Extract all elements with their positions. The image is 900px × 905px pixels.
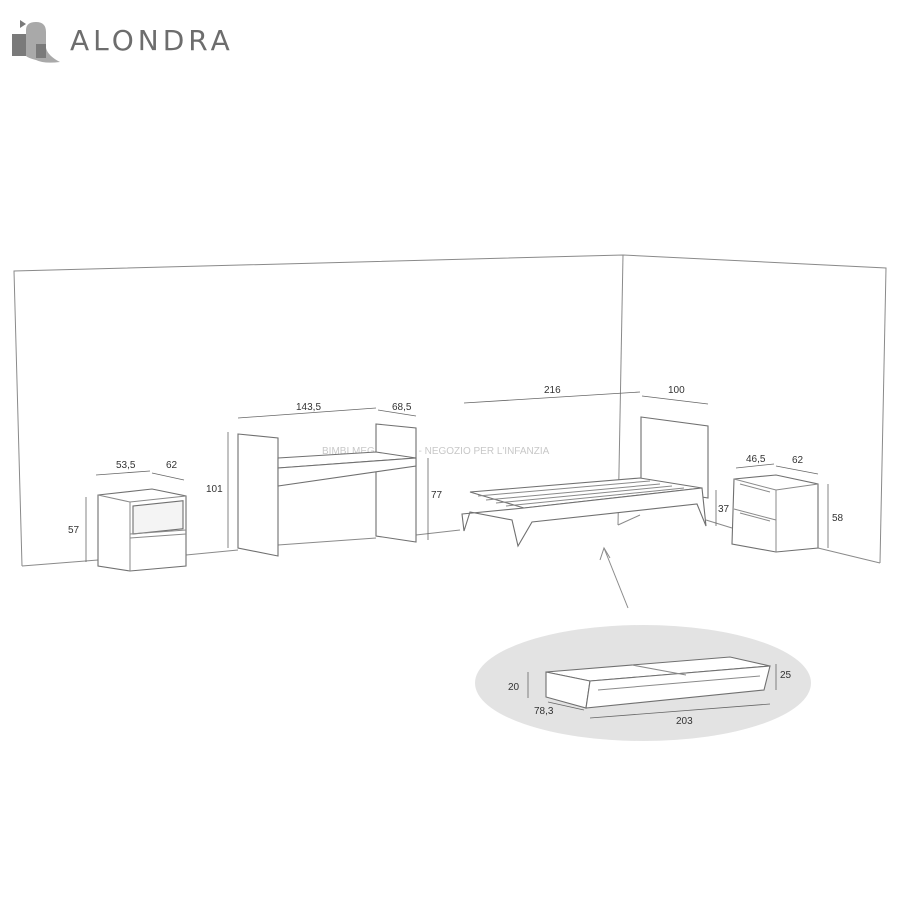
dim-trundle-length: 203 xyxy=(676,716,693,727)
dim-nightstand-left-height: 57 xyxy=(68,525,80,536)
trundle-drawer-inset xyxy=(475,625,811,741)
dim-desk-width: 143,5 xyxy=(296,402,321,413)
arrow-to-trundle xyxy=(599,546,629,609)
dim-bed-length: 216 xyxy=(544,385,561,396)
bed-dimensions: 216 100 37 xyxy=(463,385,730,526)
dim-trundle-height-left: 20 xyxy=(508,682,520,693)
bed xyxy=(461,416,709,548)
desk xyxy=(237,423,417,557)
watermark-text: BIMBI MEGASTORE - NEGOZIO PER L'INFANZIA xyxy=(322,446,550,457)
nightstand-left xyxy=(97,488,187,572)
bird-in-square-icon xyxy=(12,20,60,63)
dim-desk-depth: 68,5 xyxy=(392,402,412,413)
dim-bed-height: 37 xyxy=(718,504,730,515)
trundle-drawer-dimensions: 20 78,3 203 25 xyxy=(508,664,792,727)
dim-desk-height-total: 101 xyxy=(206,484,223,495)
nightstand-left-dimensions: 53,5 62 57 xyxy=(68,460,185,562)
brand-name: ALONDRA xyxy=(70,24,234,57)
dim-nightstand-right-height: 58 xyxy=(832,513,844,524)
nightstand-right-dimensions: 46,5 62 58 xyxy=(735,454,844,548)
desk-dimensions: 143,5 68,5 101 77 xyxy=(206,402,443,548)
dim-nightstand-left-depth: 62 xyxy=(166,460,178,471)
dim-nightstand-left-width: 53,5 xyxy=(116,460,136,471)
dim-nightstand-right-width: 46,5 xyxy=(746,454,766,465)
dim-nightstand-right-depth: 62 xyxy=(792,455,804,466)
dim-trundle-depth: 78,3 xyxy=(534,706,554,717)
dim-trundle-height-right: 25 xyxy=(780,670,792,681)
dim-bed-width: 100 xyxy=(668,385,685,396)
dim-desk-height: 77 xyxy=(431,490,443,501)
nightstand-right xyxy=(731,474,819,553)
